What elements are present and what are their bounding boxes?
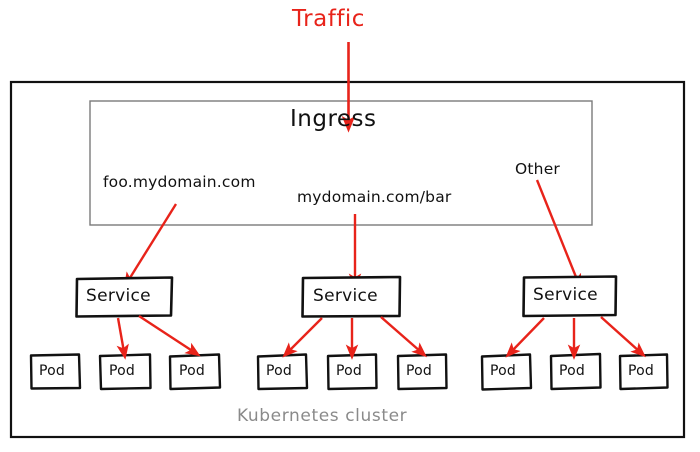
pod-box-1-2	[98, 353, 152, 391]
pod-box-1-1	[29, 353, 82, 390]
service-pod-arrow-3-3	[600, 316, 646, 358]
pod-box-2-2	[326, 353, 378, 391]
service-pod-arrow-3-1	[505, 317, 545, 358]
service-pod-arrow-2-3	[380, 316, 427, 358]
service-pod-arrow-1-3	[138, 314, 201, 357]
service-box-1	[75, 276, 174, 318]
pod-box-3-1	[480, 353, 533, 391]
pod-box-2-1	[256, 353, 309, 391]
pod-box-1-3	[168, 353, 222, 391]
ingress-box	[89, 100, 593, 226]
service-pod-arrow-1-2	[116, 317, 129, 360]
service-pod-arrow-2-1	[282, 317, 323, 358]
service-box-2	[301, 275, 402, 318]
pod-box-3-3	[618, 353, 669, 391]
pod-box-2-3	[396, 353, 448, 391]
pod-box-3-2	[549, 352, 602, 391]
route-arrow-foo	[123, 203, 178, 288]
service-box-3	[522, 275, 618, 318]
route-arrow-other	[535, 179, 582, 290]
